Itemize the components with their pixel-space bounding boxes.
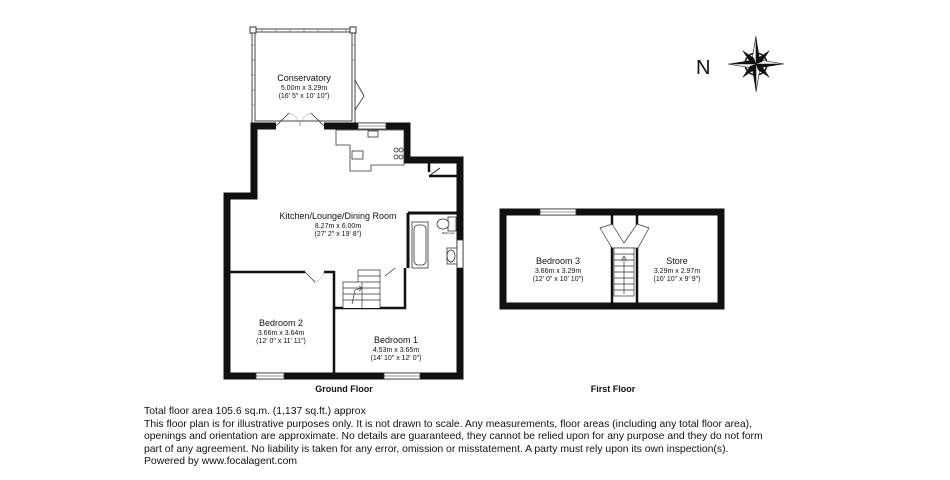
bath-tub [411,221,429,269]
internal-walls [227,268,407,376]
compass-rose-icon [727,35,785,93]
room-imperial: (14' 10" x 12' 0") [371,355,422,362]
internal-doors [304,267,396,283]
bathroom-walls [406,162,460,268]
room-imperial: (12' 0" x 10' 10") [533,276,584,283]
room-bedroom-3: Bedroom 3 3.66m x 3.29m (12' 0" x 10' 10… [533,256,584,283]
ground-floor-stairs [342,269,381,308]
disclaimer-line: This floor plan is for illustrative purp… [144,418,752,430]
room-kitchen-lounge-dining: Kitchen/Lounge/Dining Room 8.27m x 6.00m… [279,211,396,238]
north-label: N [696,57,710,79]
bedroom-3-window [539,208,577,216]
room-metric: 3.66m x 3.64m [258,330,304,337]
room-bedroom-2: Bedroom 2 3.66m x 3.64m (12' 0" x 11' 11… [256,318,306,345]
kitchen-window [357,122,387,130]
room-imperial: (10' 10" x 9' 9") [654,276,701,283]
bedroom-windows [255,372,421,380]
ground-floor-outer-walls [223,122,464,380]
room-name: Conservatory [277,73,331,83]
first-floor-label: First Floor [591,384,636,394]
bathroom-label: Bathroom [442,231,456,235]
room-imperial: (27' 2" x 19' 8") [315,231,362,238]
room-store: Store 3.29m x 2.97m (10' 10" x 9' 9") [654,256,701,283]
ground-floor-plan: Bathroom [223,26,464,394]
powered-by: Powered by www.focalagent.com [144,456,298,468]
first-floor-stairs [599,223,650,297]
first-floor-plan: Bedroom 3 3.66m x 3.29m (12' 0" x 10' 10… [499,208,725,394]
disclaimer-line: part of any agreement. No liability is t… [144,443,729,455]
room-name: Bedroom 2 [259,318,303,328]
room-bedroom-1: Bedroom 1 4.53m x 3.65m (14' 10" x 12' 0… [371,335,422,362]
room-name: Bedroom 1 [374,335,418,345]
basin [446,247,458,265]
french-doors [275,112,325,130]
room-imperial: (16' 5" x 10' 10") [279,93,330,100]
wc [436,216,457,232]
room-metric: 8.27m x 6.00m [315,223,361,230]
room-metric: 4.53m x 3.65m [373,347,419,354]
first-floor-internal-walls [610,215,639,306]
room-imperial: (12' 0" x 11' 11") [256,338,306,345]
room-metric: 3.66m x 3.29m [535,268,581,275]
room-metric: 3.29m x 2.97m [654,268,700,275]
compass: N [696,35,785,93]
room-conservatory: Conservatory 5.00m x 3.29m (16' 5" x 10'… [277,73,331,100]
disclaimer-line: openings and orientation are approximate… [144,431,763,443]
kitchen-units [335,129,405,172]
room-name: Store [666,256,688,266]
ground-floor-label: Ground Floor [315,384,373,394]
room-name: Kitchen/Lounge/Dining Room [279,211,396,221]
disclaimer-text: Total floor area 105.6 sq.m. (1,137 sq.f… [144,406,834,469]
bathroom-window [456,239,464,269]
room-name: Bedroom 3 [536,256,580,266]
room-metric: 5.00m x 3.29m [281,85,327,92]
total-floor-area: Total floor area 105.6 sq.m. (1,137 sq.f… [144,406,366,417]
